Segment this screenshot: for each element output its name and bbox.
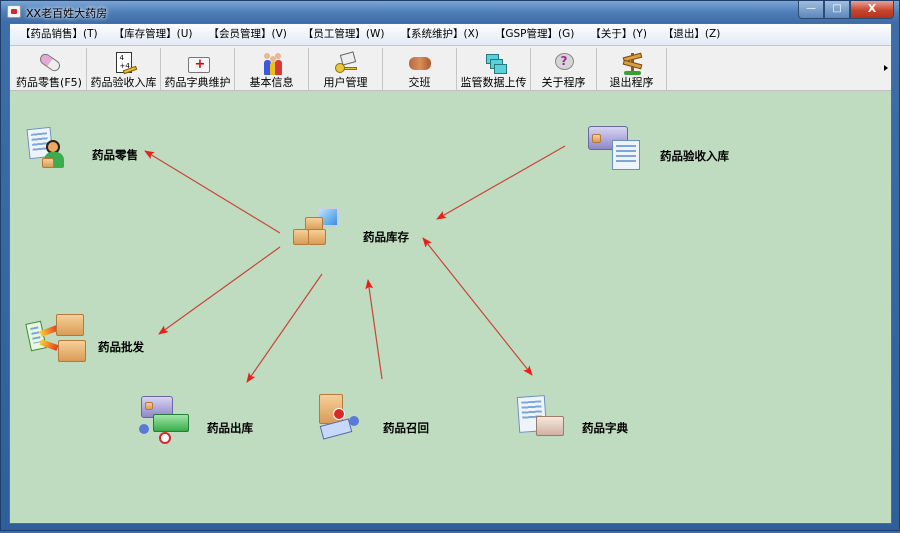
menu-staff[interactable]: 【员工管理】(W) [302,28,385,40]
dictionary-box-icon [516,394,576,448]
key-icon [333,51,359,75]
medkit-icon [185,51,211,75]
truck-outbound-icon [137,394,197,448]
node-receiving[interactable]: 药品验收入库 [588,124,768,174]
truck-document-icon [588,124,640,174]
user-management-button[interactable]: 用户管理 [309,48,383,90]
pill-icon [36,51,63,75]
checklist-icon [111,51,137,75]
menu-drug-sales[interactable]: 【药品销售】(T) [20,28,98,40]
menu-gsp[interactable]: 【GSP管理】(G) [494,28,575,40]
app-icon[interactable] [7,5,21,18]
about-program-button[interactable]: 关于程序 [531,48,597,90]
arrow-receiving-to-inventory [436,145,566,220]
minimize-icon: — [806,3,816,14]
boxes-monitor-icon [293,205,345,253]
node-wholesale[interactable]: 药品批发 [25,312,166,368]
help-bubble-icon [551,51,577,75]
basic-info-button[interactable]: 基本信息 [235,48,309,90]
arrow-inventory-to-wholesale [158,246,281,335]
node-recall[interactable]: 药品召回 [315,394,455,450]
exit-program-button[interactable]: 退出程序 [597,48,667,90]
node-retail[interactable]: 药品零售 [26,126,146,174]
retail-button[interactable]: 药品零售(F5) [12,48,87,90]
title-bar[interactable]: XX老百姓大药房 — □ X [1,1,899,23]
arrow-inventory-to-retail [144,150,281,234]
menu-members[interactable]: 【会员管理】(V) [208,28,287,40]
node-inventory[interactable]: 药品库存 [293,205,433,255]
dictionary-maintenance-button[interactable]: 药品字典维护 [161,48,235,90]
arrow-recall-to-inventory [365,279,383,380]
toolbar: 药品零售(F5) 药品验收入库 药品字典维护 [10,45,891,91]
client-area: 【药品销售】(T) 【库存管理】(U) 【会员管理】(V) 【员工管理】(W) … [9,23,892,524]
workflow-canvas: 药品零售 药品验收入库 药品库存 [10,92,891,523]
close-icon: X [867,2,877,15]
retail-clerk-icon [26,126,70,172]
arrow-inventory-to-outbound [246,273,323,383]
upload-icon [481,51,507,75]
handshake-icon [407,51,433,75]
people-icon [259,51,285,75]
menu-system[interactable]: 【系统维护】(X) [400,28,479,40]
minimize-button[interactable]: — [798,1,824,19]
node-dictionary[interactable]: 药品字典 [516,394,656,450]
shift-handover-button[interactable]: 交班 [383,48,457,90]
data-upload-button[interactable]: 监管数据上传 [457,48,531,90]
signpost-icon [619,51,645,75]
node-outbound[interactable]: 药品出库 [137,394,277,450]
close-button[interactable]: X [850,1,894,19]
menu-exit[interactable]: 【退出】(Z) [662,28,721,40]
menu-inventory[interactable]: 【库存管理】(U) [113,28,193,40]
chevron-right-icon[interactable] [884,65,888,71]
menu-bar: 【药品销售】(T) 【库存管理】(U) 【会员管理】(V) 【员工管理】(W) … [10,24,891,45]
maximize-button[interactable]: □ [824,1,850,19]
recall-box-icon [315,394,375,448]
arrow-inventory-dictionary [422,237,533,376]
menu-about[interactable]: 【关于】(Y) [590,28,647,40]
receiving-button[interactable]: 药品验收入库 [87,48,161,90]
wholesale-boxes-icon [25,312,96,366]
maximize-icon: □ [832,3,842,14]
window-title: XX老百姓大药房 [26,7,108,20]
